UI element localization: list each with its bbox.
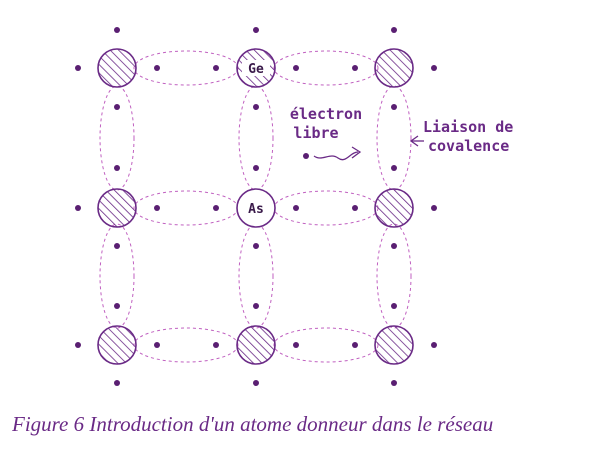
electron-dot [431,205,437,211]
covalent-bond [273,327,379,363]
covalent-bond-label-line1: Liaison de [423,118,513,136]
germanium-atom [374,188,414,228]
electron-dot [253,243,259,249]
electron-dot [352,205,358,211]
electron-dot [213,65,219,71]
arsenic-atom [236,188,276,228]
electron-dot [431,342,437,348]
electron-dot [114,243,120,249]
electron-dot [391,303,397,309]
electron-dot [253,380,259,386]
covalent-bond [99,223,135,329]
electron-dot [391,380,397,386]
covalent-bond-arrowhead [409,135,419,147]
electron-dot [114,104,120,110]
germanium-atom [97,188,137,228]
free-electron-arrowhead [351,146,362,159]
ge-label-background [242,60,270,76]
electron-dot [114,303,120,309]
electron-dot [253,27,259,33]
electron-dot [391,243,397,249]
covalent-bond [133,190,239,226]
covalent-bond [99,85,135,191]
covalent-bond-label-line2: covalence [428,137,509,155]
germanium-atom [236,325,276,365]
electron-dot [391,165,397,171]
electron-dot [352,65,358,71]
electron-dot [213,205,219,211]
electron-dot [391,104,397,110]
free-electron-dot [303,153,309,159]
electron-dot [114,27,120,33]
arsenic-label: As [248,202,264,217]
electron-dot [213,342,219,348]
covalent-bond [376,85,412,191]
germanium-atom [97,48,137,88]
free-electron-label-line1: électron [290,105,362,123]
electron-dot [114,380,120,386]
covalent-bond [273,50,379,86]
electron-dot [293,342,299,348]
electron-dot [75,342,81,348]
electron-dot [154,342,160,348]
electron-dot [114,165,120,171]
vertical-bonds [99,85,412,329]
covalent-bond [133,50,239,86]
covalent-bond [238,223,274,329]
electron-dot [431,65,437,71]
electron-dot [75,65,81,71]
covalent-bond [273,190,379,226]
covalent-bond [376,223,412,329]
valence-electrons [75,27,437,386]
electron-dot [293,65,299,71]
electron-dot [75,205,81,211]
electron-dot [154,65,160,71]
free-electron-label-line2: libre [293,124,338,142]
germanium-atom [97,325,137,365]
electron-dot [391,27,397,33]
covalent-bond [238,85,274,191]
germanium-label: Ge [248,62,264,77]
electron-dot [293,205,299,211]
figure-caption: Figure 6 Introduction d'un atome donneur… [12,412,494,436]
electron-dot [154,205,160,211]
electron-dot [352,342,358,348]
electron-dot [253,303,259,309]
electron-dot [253,165,259,171]
electron-dot [253,104,259,110]
free-electron-arrow [313,151,359,161]
covalent-bond [133,327,239,363]
germanium-atom [374,48,414,88]
germanium-atom [374,325,414,365]
